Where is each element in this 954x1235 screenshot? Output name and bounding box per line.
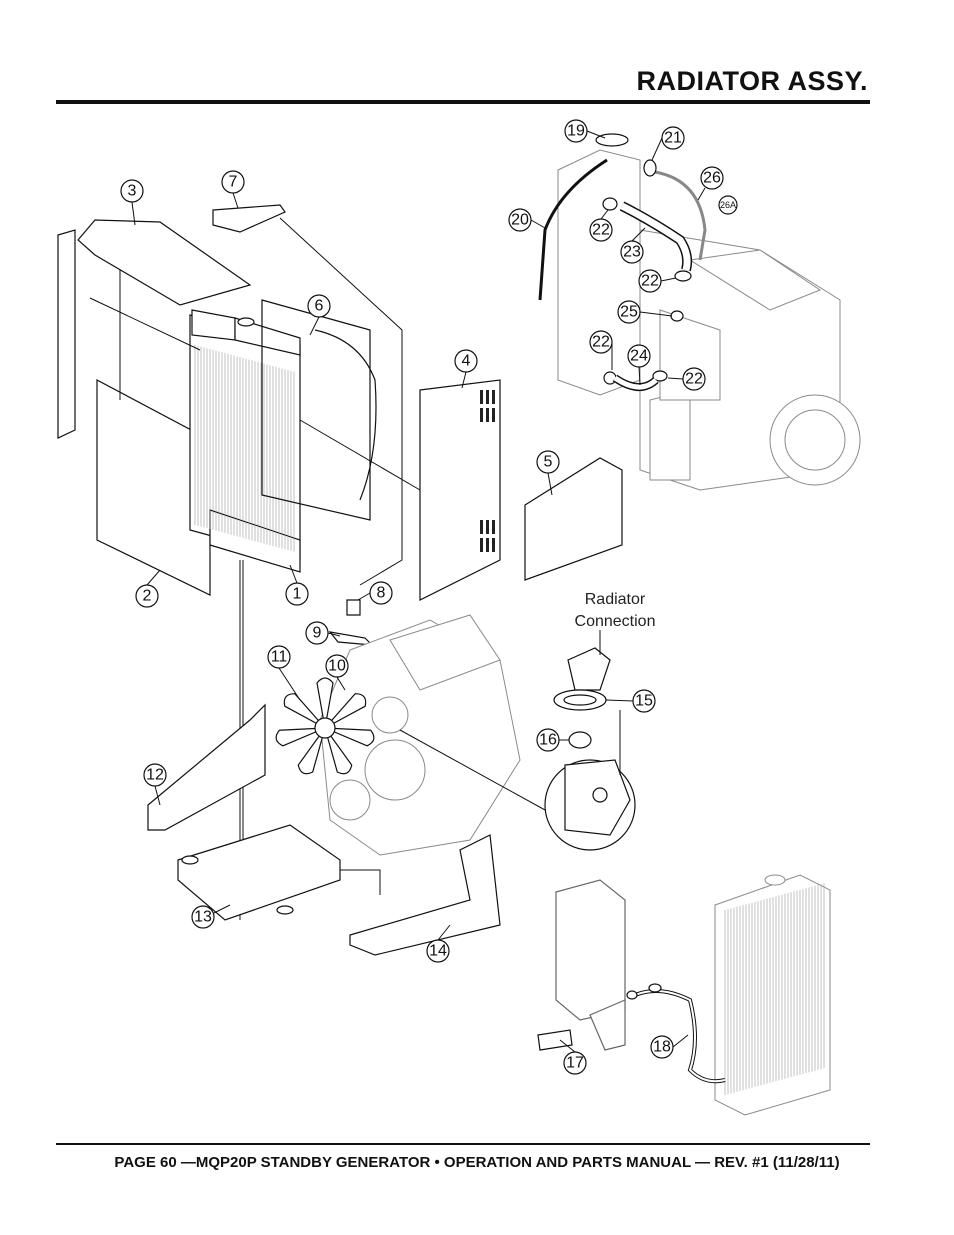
svg-text:26: 26: [703, 170, 721, 187]
shroud-top-panel: [77, 219, 252, 306]
radiator-connection-label-line2: Connection: [575, 613, 656, 630]
svg-text:7: 7: [229, 174, 238, 191]
svg-text:12: 12: [146, 767, 164, 784]
callout-25: 25: [617, 300, 641, 324]
callout-7: 7: [221, 170, 245, 194]
svg-text:21: 21: [664, 130, 682, 147]
svg-text:2: 2: [143, 588, 152, 605]
svg-text:18: 18: [653, 1039, 671, 1056]
vent-slot: [492, 520, 495, 534]
callout-3: 3: [120, 179, 144, 203]
svg-text:26A: 26A: [720, 200, 736, 210]
callout-15: 15: [632, 689, 656, 713]
callout-4: 4: [454, 349, 478, 373]
vent-slot: [492, 408, 495, 422]
callout-13: 13: [191, 905, 215, 929]
cooling-fan: [275, 677, 375, 775]
svg-text:22: 22: [592, 222, 610, 239]
callout-2: 2: [135, 584, 159, 608]
callout-26a: 26A: [718, 195, 738, 215]
svg-text:22: 22: [592, 334, 610, 351]
svg-text:5: 5: [544, 454, 553, 471]
vent-slot: [492, 390, 495, 404]
svg-text:16: 16: [539, 732, 557, 749]
svg-text:6: 6: [315, 298, 324, 315]
vent-slot: [492, 538, 495, 552]
svg-text:9: 9: [313, 625, 322, 642]
svg-text:11: 11: [271, 649, 288, 666]
callout-16: 16: [536, 728, 560, 752]
svg-text:14: 14: [429, 943, 447, 960]
svg-text:22: 22: [685, 371, 703, 388]
fan-blade: [324, 727, 353, 775]
engine-assembly-middle: [319, 614, 521, 856]
callout-22a: 22: [589, 218, 613, 242]
vent-slot: [486, 408, 489, 422]
page-title: RADIATOR ASSY.: [636, 66, 868, 96]
fan-blade: [297, 727, 326, 775]
svg-text:8: 8: [377, 585, 386, 602]
svg-text:3: 3: [128, 183, 137, 200]
callout-1: 1: [285, 582, 309, 606]
callout-11: 11: [267, 645, 291, 669]
svg-text:17: 17: [566, 1055, 584, 1072]
fan-blade: [283, 693, 326, 729]
svg-text:15: 15: [635, 693, 653, 710]
page-footer: PAGE 60 —MQP20P STANDBY GENERATOR • OPER…: [114, 1154, 840, 1171]
callout-22c: 22: [589, 330, 613, 354]
callout-9: 9: [305, 621, 329, 645]
vent-slot: [486, 538, 489, 552]
footer-rule: [56, 1143, 870, 1145]
fan-blade: [324, 727, 375, 747]
callout-20: 20: [508, 208, 532, 232]
svg-text:10: 10: [328, 658, 346, 675]
fan-hub: [314, 717, 336, 739]
side-cover-panel: [524, 457, 623, 581]
callout-12: 12: [143, 763, 167, 787]
radiator-connection-label-line1: Radiator: [585, 591, 646, 608]
vent-slot: [480, 408, 483, 422]
callout-14: 14: [426, 939, 450, 963]
svg-text:4: 4: [462, 353, 471, 370]
svg-text:25: 25: [620, 304, 638, 321]
side-panel: [96, 379, 211, 596]
svg-text:22: 22: [641, 273, 659, 290]
vent-slot: [486, 520, 489, 534]
radiator-core: [189, 309, 301, 573]
radiator-bottom-right: [714, 874, 831, 1116]
svg-text:20: 20: [511, 212, 529, 229]
callout-21: 21: [661, 126, 685, 150]
callout-10: 10: [325, 654, 349, 678]
callout-18: 18: [650, 1035, 674, 1059]
svg-text:19: 19: [567, 123, 585, 140]
callout-17: 17: [563, 1051, 587, 1075]
callout-22b: 22: [638, 269, 662, 293]
header-rule: [56, 100, 870, 104]
callout-8: 8: [369, 581, 393, 605]
fan-blade: [324, 693, 367, 729]
callout-19: 19: [564, 119, 588, 143]
fan-blade: [316, 677, 334, 729]
fan-blade: [275, 727, 326, 747]
callout-24: 24: [627, 344, 651, 368]
engine-assembly-top-right: [557, 149, 861, 491]
svg-text:24: 24: [630, 348, 648, 365]
svg-text:23: 23: [623, 244, 641, 261]
svg-text:13: 13: [194, 909, 212, 926]
callout-23: 23: [620, 240, 644, 264]
vent-slot: [480, 390, 483, 404]
callout-26: 26: [700, 166, 724, 190]
vent-slot: [480, 520, 483, 534]
svg-text:1: 1: [293, 586, 302, 603]
callout-6: 6: [307, 294, 331, 318]
callout-22d: 22: [682, 367, 706, 391]
vent-slot: [480, 538, 483, 552]
callout-5: 5: [536, 450, 560, 474]
vent-slot: [486, 390, 489, 404]
